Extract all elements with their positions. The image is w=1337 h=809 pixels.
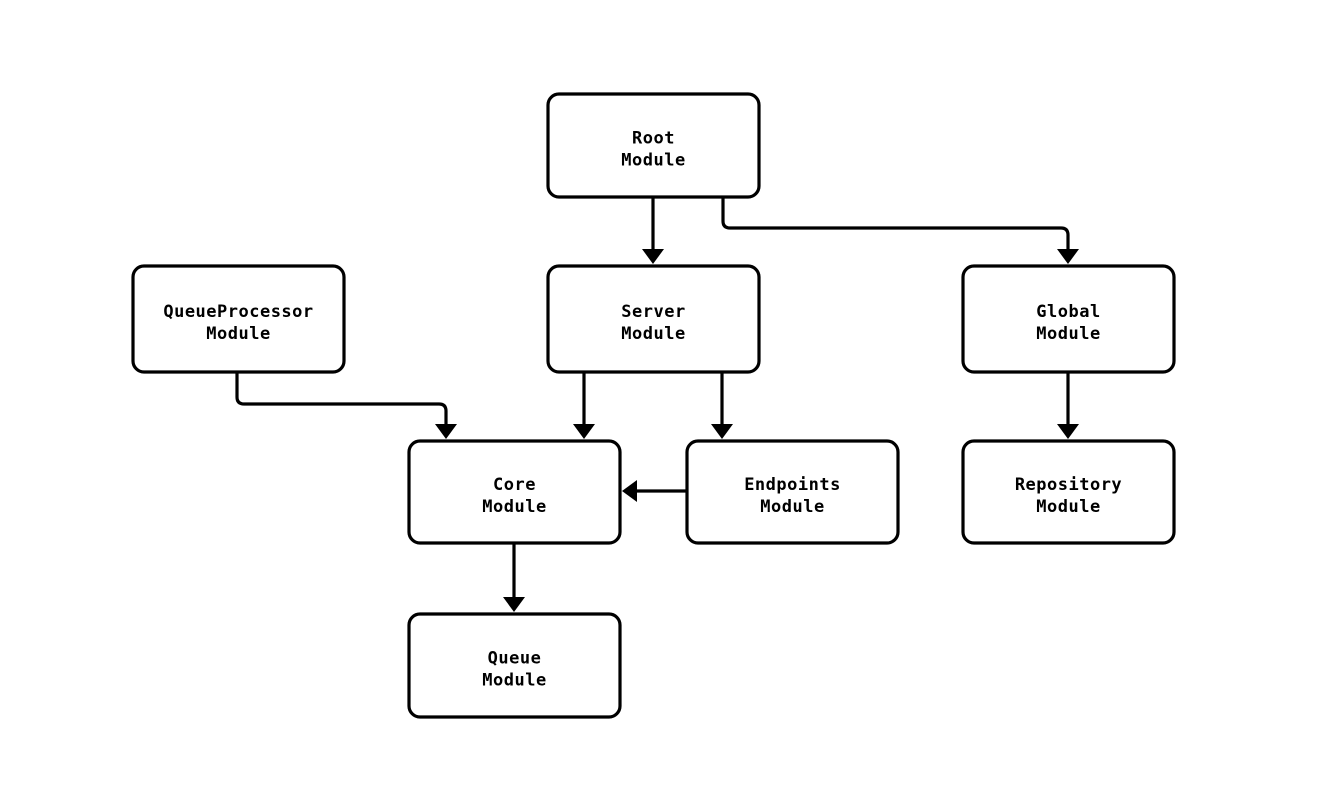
node-label-line2: Module bbox=[482, 497, 546, 517]
edges-layer bbox=[235, 197, 1079, 612]
node-label-line1: Root bbox=[632, 129, 675, 149]
node-label-line2: Module bbox=[621, 324, 685, 344]
arrow-head-icon bbox=[573, 424, 595, 439]
node-label-line1: Server bbox=[621, 302, 685, 322]
arrow-head-icon bbox=[711, 424, 733, 439]
node-label-line1: Queue bbox=[488, 649, 542, 669]
arrow-head-icon bbox=[1057, 249, 1079, 264]
node-box[interactable] bbox=[407, 439, 622, 545]
edge-line bbox=[721, 197, 1070, 252]
node-box[interactable] bbox=[961, 264, 1176, 374]
edge-queueprocessor-to-core bbox=[235, 372, 457, 439]
node-label-line2: Module bbox=[760, 497, 824, 517]
arrow-head-icon bbox=[622, 480, 637, 502]
node-label-line1: Core bbox=[493, 475, 536, 495]
node-label-line2: Module bbox=[1036, 324, 1100, 344]
node-label-line1: Repository bbox=[1015, 475, 1122, 495]
node-label-line1: Endpoints bbox=[744, 475, 841, 495]
edge-line bbox=[235, 372, 448, 427]
edge-server-to-endpoints bbox=[711, 372, 733, 439]
arrow-head-icon bbox=[642, 249, 664, 264]
node-label-line1: Global bbox=[1036, 302, 1100, 322]
node-label-line2: Module bbox=[621, 151, 685, 171]
node-box[interactable] bbox=[685, 439, 900, 545]
node-label-line2: Module bbox=[482, 671, 546, 691]
edge-root-to-global bbox=[721, 197, 1079, 264]
edge-global-to-repository bbox=[1057, 372, 1079, 439]
arrow-head-icon bbox=[503, 597, 525, 612]
edge-server-to-core bbox=[573, 372, 595, 439]
edge-endpoints-to-core bbox=[622, 480, 687, 502]
node-label-line2: Module bbox=[206, 324, 270, 344]
node-box[interactable] bbox=[961, 439, 1176, 545]
node-box[interactable] bbox=[407, 612, 622, 719]
edge-root-to-server bbox=[642, 197, 664, 264]
node-label-line1: QueueProcessor bbox=[163, 302, 313, 322]
node-box[interactable] bbox=[546, 92, 761, 199]
edge-core-to-queue bbox=[503, 543, 525, 612]
node-box[interactable] bbox=[546, 264, 761, 374]
node-label-line2: Module bbox=[1036, 497, 1100, 517]
arrow-head-icon bbox=[435, 424, 457, 439]
node-box[interactable] bbox=[131, 264, 346, 374]
arrow-head-icon bbox=[1057, 424, 1079, 439]
